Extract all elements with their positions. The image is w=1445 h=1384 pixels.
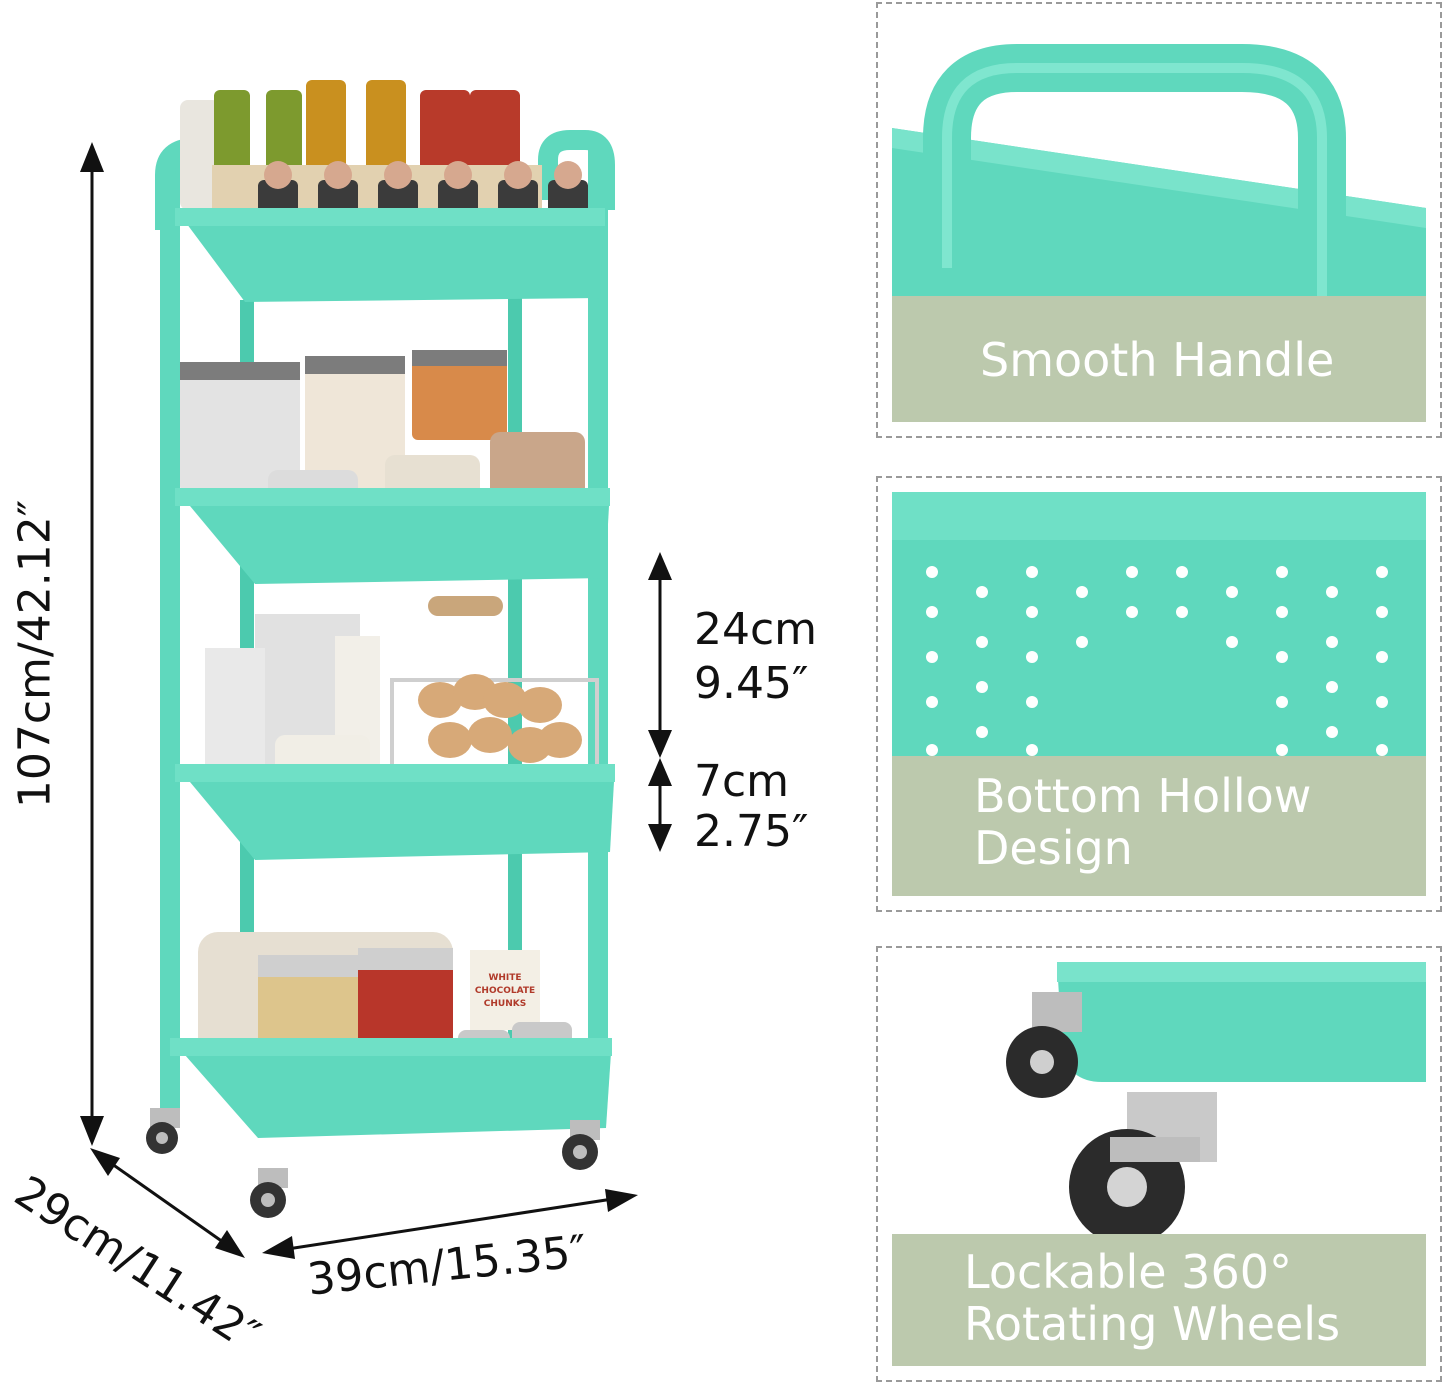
handle-right [538, 130, 615, 210]
depth-arrow [90, 1148, 245, 1258]
feature-panel-handle: Smooth Handle [876, 2, 1442, 438]
basket-tier4 [170, 1038, 612, 1138]
basket-tier3 [175, 764, 615, 860]
basket-tier2 [175, 488, 610, 584]
feature-caption-wheels: Lockable 360° Rotating Wheels [892, 1234, 1426, 1366]
tier-gap-cm-label: 24cm [694, 604, 818, 655]
caption-wheels-line2: Rotating Wheels [964, 1297, 1341, 1351]
tier1-items [180, 80, 588, 220]
feature-caption-bottom: Bottom Hollow Design [892, 756, 1426, 896]
chocolate-label-line2: CHOCOLATE [475, 986, 535, 996]
cart-wheels [146, 1108, 600, 1218]
front-left-post [160, 160, 180, 1110]
feature-caption-handle: Smooth Handle [892, 296, 1426, 422]
basket-depth-in-label: 2.75″ [694, 806, 809, 857]
feature-panel-bottom: Bottom Hollow Design [876, 476, 1442, 912]
tier-gap-in-label: 9.45″ [694, 658, 809, 709]
caption-bottom-line2: Design [974, 821, 1133, 875]
caption-handle-text: Smooth Handle [980, 333, 1335, 387]
tier-gap-arrow [648, 552, 672, 758]
tier2-items [180, 350, 585, 510]
height-arrow [80, 142, 104, 1146]
chocolate-label-line1: WHITE [488, 973, 521, 983]
feature-panel-wheels: Lockable 360° Rotating Wheels [876, 946, 1442, 1382]
product-illustration: WHITE CHOCOLATE CHUNKS [80, 80, 672, 1259]
tier3-items [205, 596, 599, 805]
height-label: 107cm/42.12″ [9, 499, 61, 809]
cart-drawing: WHITE CHOCOLATE CHUNKS [80, 80, 672, 1259]
basket-depth-arrow [648, 758, 672, 852]
chocolate-label-line3: CHUNKS [484, 999, 526, 1009]
basket-depth-cm-label: 7cm [694, 756, 790, 807]
caption-bottom-line1: Bottom Hollow [974, 769, 1312, 823]
caption-wheels-line1: Lockable 360° [964, 1245, 1292, 1299]
width-arrow [262, 1189, 638, 1259]
basket-tier1 [175, 208, 605, 302]
